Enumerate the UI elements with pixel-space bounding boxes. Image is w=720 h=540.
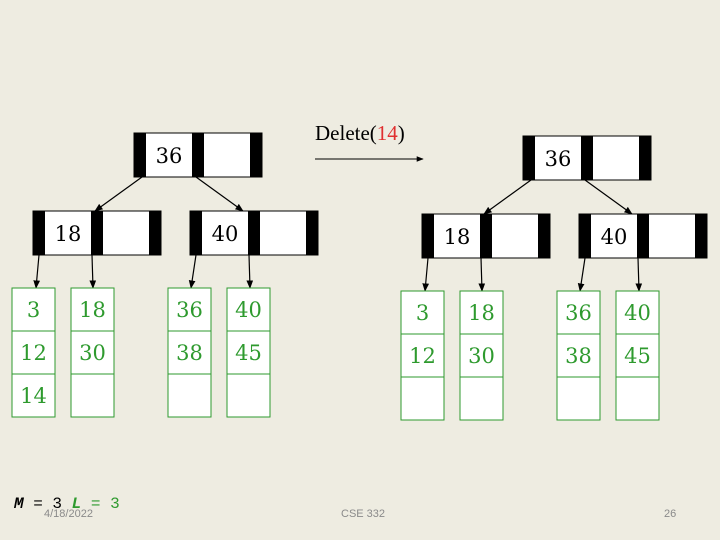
after-internal-node-bar — [480, 214, 492, 258]
before-edge — [188, 254, 197, 289]
before-leaf-value: 18 — [79, 298, 106, 322]
before-leaf-cell — [11, 373, 56, 418]
operation-label: Delete(14) — [315, 121, 405, 146]
before-leaf-cell — [70, 373, 115, 418]
operation-text: Delete( — [315, 121, 377, 145]
after-leaf-value: 36 — [565, 301, 592, 325]
before-edge — [195, 176, 244, 212]
footer-course: CSE 332 — [341, 508, 386, 520]
after-leaf-value: 40 — [624, 301, 651, 325]
after-leaf-cell — [459, 290, 504, 335]
before-leaf-value: 3 — [27, 298, 40, 322]
after-root-node-bar — [639, 136, 651, 180]
after-leaf-value: 30 — [468, 344, 495, 368]
after-edge — [478, 257, 486, 292]
after-leaf-cell — [615, 290, 660, 335]
after-leaf-value: 12 — [409, 344, 436, 368]
before-internal-node-bar — [149, 211, 161, 255]
after-edge — [635, 257, 643, 292]
l-value: 3 — [110, 495, 120, 513]
before-leaf-cell — [70, 330, 115, 375]
after-leaf-cell — [400, 333, 445, 378]
after-leaf-cell — [615, 333, 660, 378]
before-leaf-value: 14 — [20, 384, 47, 408]
after-internal-node-bar — [637, 214, 649, 258]
before-internal-node-key: 40 — [212, 222, 239, 246]
before-internal-node-key: 18 — [55, 222, 82, 246]
after-leaf-cell — [556, 290, 601, 335]
before-leaf-cell — [167, 373, 212, 418]
after-internal-node-key: 18 — [444, 225, 471, 249]
before-edge — [94, 176, 143, 212]
after-leaf-cell — [459, 376, 504, 421]
after-edge — [422, 257, 430, 292]
after-root-node-bar — [523, 136, 535, 180]
before-leaf-value: 38 — [176, 341, 203, 365]
operation-close: ) — [397, 121, 405, 145]
before-root-node-bar — [192, 133, 204, 177]
before-root-node-key: 36 — [156, 144, 183, 168]
after-leaf-cell — [459, 333, 504, 378]
after-leaf-cell — [556, 333, 601, 378]
after-internal-node-bar — [422, 214, 434, 258]
after-edge — [584, 179, 633, 215]
before-leaf-cell — [167, 330, 212, 375]
before-internal-node-bar — [190, 211, 202, 255]
after-edge — [483, 179, 532, 215]
footer-page: 26 — [664, 508, 677, 520]
after-root-node-key: 36 — [545, 147, 572, 171]
after-root-node-bar — [581, 136, 593, 180]
after-leaf-cell — [400, 290, 445, 335]
before-edge — [33, 254, 41, 289]
after-edge — [577, 257, 586, 292]
before-leaf-value: 12 — [20, 341, 47, 365]
before-leaf-cell — [226, 287, 271, 332]
before-leaf-value: 36 — [176, 298, 203, 322]
after-leaf-value: 38 — [565, 344, 592, 368]
after-internal-node-bar — [579, 214, 591, 258]
before-internal-node-bar — [33, 211, 45, 255]
after-leaf-cell — [615, 376, 660, 421]
before-leaf-cell — [11, 287, 56, 332]
before-edge — [89, 254, 97, 289]
before-edge — [246, 254, 254, 289]
before-root-node-bar — [134, 133, 146, 177]
l-label: L — [71, 495, 82, 513]
before-internal-node-bar — [91, 211, 103, 255]
before-leaf-value: 40 — [235, 298, 262, 322]
after-leaf-value: 45 — [624, 344, 651, 368]
before-internal-node-bar — [248, 211, 260, 255]
m-value: 3 — [52, 495, 63, 513]
before-leaf-value: 30 — [79, 341, 106, 365]
before-leaf-cell — [226, 330, 271, 375]
after-leaf-cell — [400, 376, 445, 421]
m-label: M — [14, 495, 24, 513]
after-leaf-value: 18 — [468, 301, 495, 325]
footer-date: 4/18/2022 — [44, 508, 93, 520]
after-internal-node-key: 40 — [601, 225, 628, 249]
tree-parameters: M = 3 L = 3 — [14, 495, 120, 513]
before-root-node-bar — [250, 133, 262, 177]
deleted-key: 14 — [376, 121, 398, 145]
before-leaf-cell — [226, 373, 271, 418]
after-internal-node-bar — [538, 214, 550, 258]
before-internal-node-bar — [306, 211, 318, 255]
after-internal-node-bar — [695, 214, 707, 258]
after-leaf-value: 3 — [416, 301, 429, 325]
after-leaf-cell — [556, 376, 601, 421]
before-leaf-value: 45 — [235, 341, 262, 365]
